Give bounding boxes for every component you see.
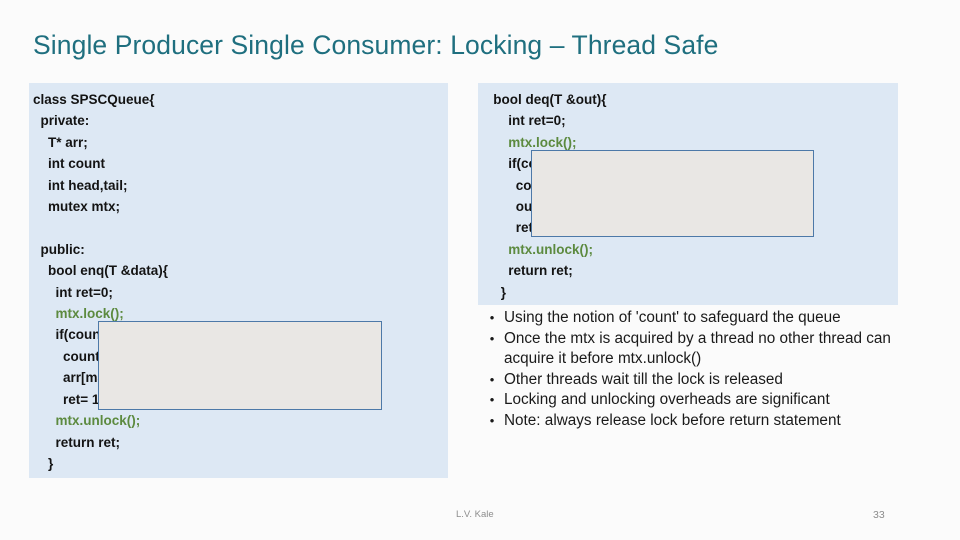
list-item-label: Locking and unlocking overheads are sign… xyxy=(504,391,830,409)
enqueue-code-line: mutex mtx; xyxy=(33,199,121,215)
list-item: • Using the notion of 'count' to safeguar… xyxy=(480,308,905,329)
enqueue-code-line: int head,tail; xyxy=(33,177,128,193)
enqueue-code-line: mtx.unlock(); xyxy=(33,413,141,429)
enqueue-code-line: bool enq(T &data){ xyxy=(33,263,168,279)
enqueue-code-line: class SPSCQueue{ xyxy=(33,92,155,107)
dequeue-code-line: return ret; xyxy=(482,263,573,279)
left-code-panel: class SPSCQueue{ private: T* arr; int co… xyxy=(29,83,448,478)
footer-page-number: 33 xyxy=(873,509,885,521)
enqueue-code-line: int ret=0; xyxy=(33,284,113,300)
enqueue-code-line: } xyxy=(33,455,54,471)
list-item: • Other threads wait till the lock is rel… xyxy=(480,370,905,391)
enqueue-code-line xyxy=(33,217,448,238)
enqueue-critical-section-highlight xyxy=(98,321,382,410)
enqueue-code-line: public: xyxy=(33,241,85,257)
bullet-marker-icon: • xyxy=(489,310,495,325)
list-item: • Locking and unlocking overheads are sig… xyxy=(480,390,905,411)
list-item-label: Using the notion of 'count' to safeguard… xyxy=(504,309,841,326)
list-item-label: Note: always release lock before return … xyxy=(504,411,841,429)
page-title: Single Producer Single Consumer: Locking… xyxy=(33,30,719,60)
bullet-marker-icon: • xyxy=(489,392,495,408)
bullet-marker-icon: • xyxy=(489,330,495,346)
enqueue-code-line: mtx.lock(); xyxy=(33,306,124,322)
dequeue-code-line: mtx.unlock(); xyxy=(482,241,594,257)
bullet-marker-icon: • xyxy=(489,412,495,428)
list-item: • Note: always release lock before return… xyxy=(480,411,905,432)
dequeue-code-line: int ret=0; xyxy=(482,113,566,129)
dequeue-code-line: bool deq(T &out){ xyxy=(482,92,607,107)
footer-author: L.V. Kale xyxy=(456,509,494,520)
enqueue-code-line: int count xyxy=(33,156,105,172)
dequeue-critical-section-highlight xyxy=(531,150,814,237)
enqueue-code-line: private: xyxy=(33,113,90,129)
list-item-label: Other threads wait till the lock is rele… xyxy=(504,370,783,388)
bullet-list: • Using the notion of 'count' to safeguar… xyxy=(480,308,905,432)
enqueue-code-line: T* arr; xyxy=(33,134,88,150)
list-item-label: Once the mtx is acquired by a thread no … xyxy=(504,329,891,368)
bullet-marker-icon: • xyxy=(489,371,495,387)
dequeue-code-line: } xyxy=(482,284,507,300)
enqueue-code-line: return ret; xyxy=(33,434,121,450)
dequeue-code-line: mtx.lock(); xyxy=(482,134,577,150)
list-item: • Once the mtx is acquired by a thread no… xyxy=(480,329,905,370)
